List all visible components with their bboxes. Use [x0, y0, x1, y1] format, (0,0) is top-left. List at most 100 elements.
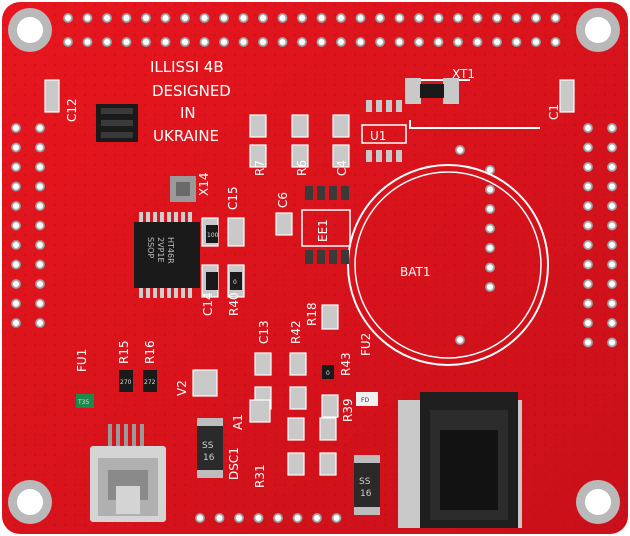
diode2-text-2: 16	[360, 489, 372, 499]
through-hole	[238, 13, 249, 23]
label-r39: R39	[341, 398, 355, 422]
label-r6: R6	[295, 160, 309, 176]
through-hole	[11, 201, 21, 211]
through-hole	[35, 181, 45, 192]
diodes: SS 16 SS 16	[197, 418, 380, 515]
through-hole	[607, 142, 617, 153]
through-hole	[160, 13, 171, 23]
through-hole	[253, 513, 264, 523]
through-hole	[492, 37, 502, 47]
through-hole	[394, 13, 405, 23]
through-hole	[453, 37, 463, 47]
through-hole	[35, 298, 45, 309]
label-c1: C1	[547, 104, 561, 120]
power-jack	[398, 392, 522, 528]
usb-connector	[90, 424, 166, 522]
through-hole	[35, 123, 45, 133]
x14-part	[170, 176, 196, 202]
through-hole	[180, 13, 190, 23]
through-hole	[35, 201, 45, 211]
res-code-2: 0	[233, 279, 237, 286]
through-hole	[583, 220, 593, 231]
label-r42: R42	[289, 320, 303, 344]
through-hole	[607, 220, 617, 231]
through-hole	[35, 220, 45, 231]
through-hole	[414, 13, 424, 23]
label-a1: A1	[231, 414, 245, 430]
through-hole	[82, 13, 93, 23]
through-hole	[472, 13, 483, 23]
through-hole	[607, 201, 617, 211]
title-line-3: IN	[180, 104, 196, 122]
label-r18: R18	[305, 302, 319, 326]
through-hole	[583, 201, 593, 211]
through-hole	[141, 13, 151, 23]
through-hole	[316, 37, 327, 47]
through-hole	[292, 513, 303, 523]
ee1-pads	[301, 186, 351, 264]
through-hole	[297, 13, 307, 23]
through-hole	[102, 37, 112, 47]
small-resistors: 100 0 0 270 272 FD T35	[76, 225, 378, 408]
through-hole	[11, 259, 21, 270]
through-hole	[258, 37, 268, 47]
label-u1: U1	[370, 129, 386, 143]
through-hole	[121, 37, 132, 47]
through-hole	[492, 13, 502, 23]
through-hole	[531, 37, 541, 47]
through-hole	[433, 13, 444, 23]
through-hole	[297, 37, 307, 47]
res-code-5: 272	[144, 379, 156, 386]
res-code-7: T35	[77, 399, 89, 406]
through-hole	[583, 259, 593, 270]
through-hole	[583, 240, 593, 250]
through-hole	[35, 142, 45, 153]
through-hole	[219, 13, 229, 23]
through-hole	[485, 262, 495, 273]
label-bat1: BAT1	[400, 265, 430, 279]
through-hole	[82, 37, 93, 47]
through-hole	[199, 13, 210, 23]
label-c4: C4	[335, 160, 349, 176]
through-hole	[583, 318, 593, 328]
through-hole	[583, 142, 593, 153]
diode1-text-2: 16	[203, 453, 215, 463]
label-xt1: XT1	[452, 67, 475, 81]
label-c15: C15	[226, 186, 240, 210]
through-hole	[583, 298, 593, 309]
label-fu1: FU1	[75, 349, 89, 372]
through-hole	[607, 318, 617, 328]
through-hole	[312, 513, 322, 523]
through-hole	[485, 204, 495, 214]
through-hole	[485, 223, 495, 234]
through-hole	[35, 318, 45, 328]
through-hole	[607, 240, 617, 250]
through-hole	[607, 181, 617, 192]
through-hole	[11, 142, 21, 153]
through-hole	[607, 337, 617, 348]
silkscreen-title: ILLISSI 4B DESIGNED IN UKRAINE	[150, 58, 231, 145]
through-hole	[102, 13, 112, 23]
through-hole	[277, 37, 288, 47]
through-hole	[35, 162, 45, 172]
ic-text-1: HT46R	[166, 237, 175, 264]
res-code-1: 100	[207, 232, 219, 239]
through-hole	[583, 279, 593, 289]
through-hole	[316, 13, 327, 23]
through-hole	[607, 162, 617, 172]
label-r16: R16	[143, 340, 157, 364]
smd-pads	[44, 79, 575, 476]
through-hole	[607, 259, 617, 270]
through-hole	[607, 279, 617, 289]
through-hole	[511, 13, 522, 23]
through-hole	[511, 37, 522, 47]
through-hole	[336, 37, 346, 47]
diode2-text-1: SS	[359, 477, 371, 487]
label-r43: R43	[339, 352, 353, 376]
label-v2: V2	[175, 380, 189, 396]
title-line-4: UKRAINE	[153, 127, 219, 145]
through-hole	[607, 298, 617, 309]
through-hole	[375, 13, 385, 23]
through-hole	[453, 13, 463, 23]
